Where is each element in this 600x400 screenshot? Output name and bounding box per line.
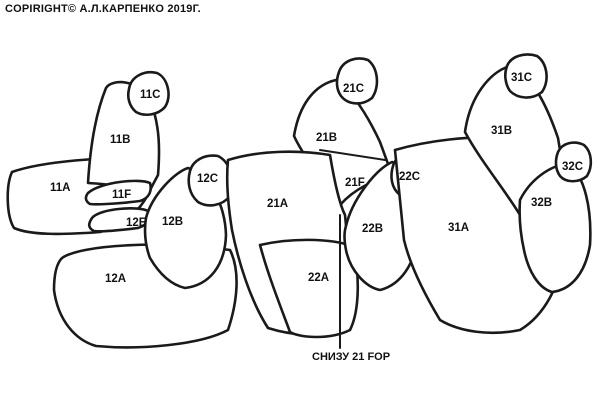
label-11a: 11A (50, 182, 70, 194)
label-22b: 22B (362, 223, 383, 235)
part-11f (84, 179, 152, 206)
part-21c (335, 57, 379, 105)
copyright-text: COPIRIGHT© А.Л.КАРПЕНКО 2019Г. (5, 3, 201, 15)
label-11b: 11B (110, 134, 130, 146)
part-32c (554, 141, 593, 183)
label-22c: 22C (399, 171, 420, 183)
part-31c (504, 53, 548, 99)
label-21a: 21A (267, 198, 288, 210)
part-22a (258, 238, 360, 339)
label-31a: 31A (448, 222, 469, 234)
label-32c: 32C (562, 161, 583, 173)
part-21f-divider (319, 149, 386, 161)
label-22a: 22A (308, 272, 329, 284)
label-32b: 32B (531, 197, 552, 209)
label-12a: 12A (105, 273, 126, 285)
label-31b: 31B (491, 125, 512, 137)
part-12e (87, 207, 150, 233)
label-11f: 11F (112, 189, 131, 201)
label-21b: 21B (316, 132, 337, 144)
part-11c (126, 70, 170, 117)
label-31c: 31C (511, 72, 532, 84)
label-12c: 12C (197, 173, 218, 185)
label-12b: 12B (162, 216, 183, 228)
label-12e: 12E (126, 217, 147, 229)
label-11c: 11C (140, 89, 160, 101)
label-21c: 21C (343, 83, 364, 95)
label-21f: 21F (345, 177, 365, 189)
bottom-note: СНИЗУ 21 FOP (312, 351, 391, 363)
